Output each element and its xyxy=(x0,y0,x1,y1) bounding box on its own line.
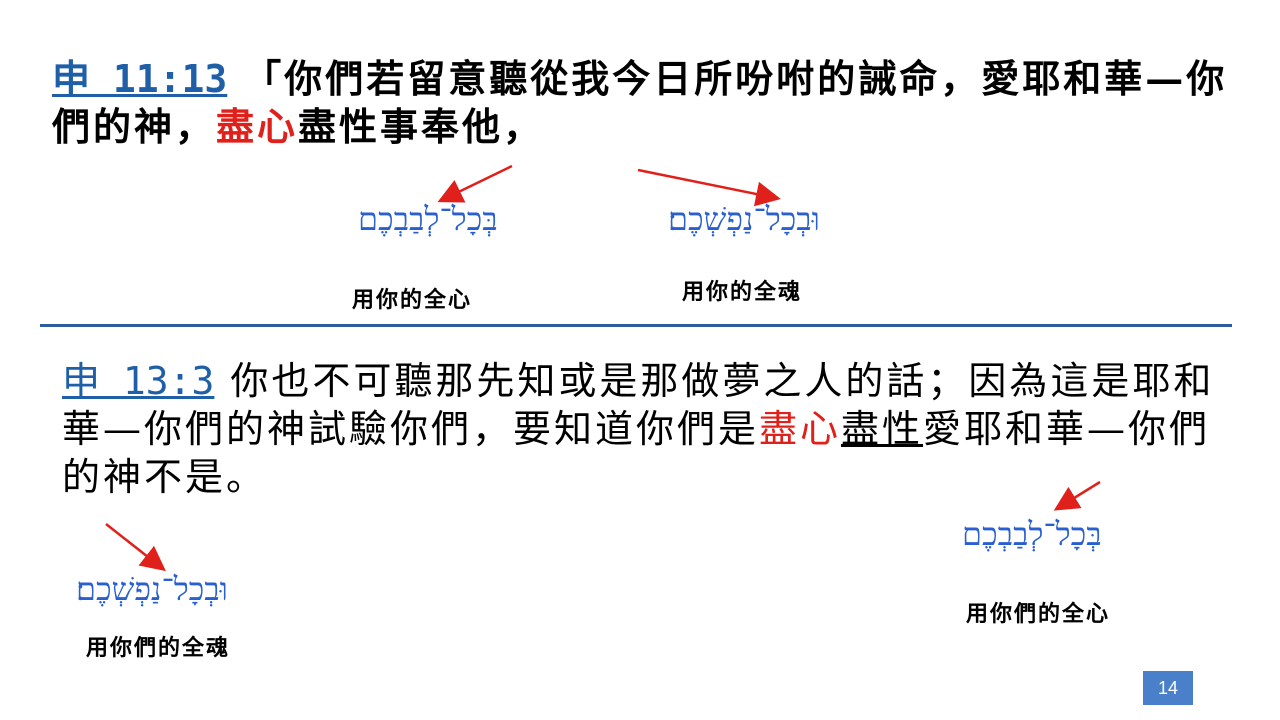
label-whole-soul: 用你們的全魂 xyxy=(86,636,231,661)
underlined-soul: 盡性 xyxy=(841,407,924,451)
label-whole-heart: 用你們的全心 xyxy=(966,602,1111,627)
label-whole-heart: 用你的全心 xyxy=(352,288,473,313)
arrow-soul-2 xyxy=(105,523,166,572)
highlight-heart: 盡心 xyxy=(759,407,842,451)
verse-ref-link[interactable]: 申 13:3 xyxy=(62,359,215,403)
section-divider xyxy=(40,324,1232,327)
verse-text-part2: 盡性事奉他， xyxy=(298,104,545,149)
hebrew-word-heart: בְּכָל־לְבַבְכֶם xyxy=(358,200,498,238)
verse-text-part1: 「你們若留意聽從我今日所吩咐的誡命，愛耶和華—你們的神， xyxy=(52,56,1228,149)
verse-text-part2: 愛耶和華—你們的神不是。 xyxy=(62,407,1211,499)
verse-text-part1: 你也不可聽那先知或是那做夢之人的話；因為這是耶和華—你們的神試驗你們，要知道你們… xyxy=(62,359,1215,451)
hebrew-word-heart: בְּכָל־לְבַבְכֶם xyxy=(962,515,1102,553)
verse-ref-link[interactable]: 申 11:13 xyxy=(52,57,228,101)
label-whole-soul: 用你的全魂 xyxy=(682,280,803,305)
hebrew-word-soul: וּבְכָל־נַפְשְׁכֶם׃ xyxy=(668,200,820,238)
highlight-heart: 盡心 xyxy=(216,104,299,149)
arrow-soul-1 xyxy=(637,168,781,207)
page-number-badge: 14 xyxy=(1143,671,1193,705)
verse-deut-11-13: 申 11:13「你們若留意聽從我今日所吩咐的誡命，愛耶和華—你們的神，盡心盡性事… xyxy=(52,55,1232,151)
hebrew-word-soul: וּבְכָל־נַפְשְׁכֶם׃ xyxy=(76,570,228,608)
arrow-heart-1 xyxy=(437,164,513,203)
